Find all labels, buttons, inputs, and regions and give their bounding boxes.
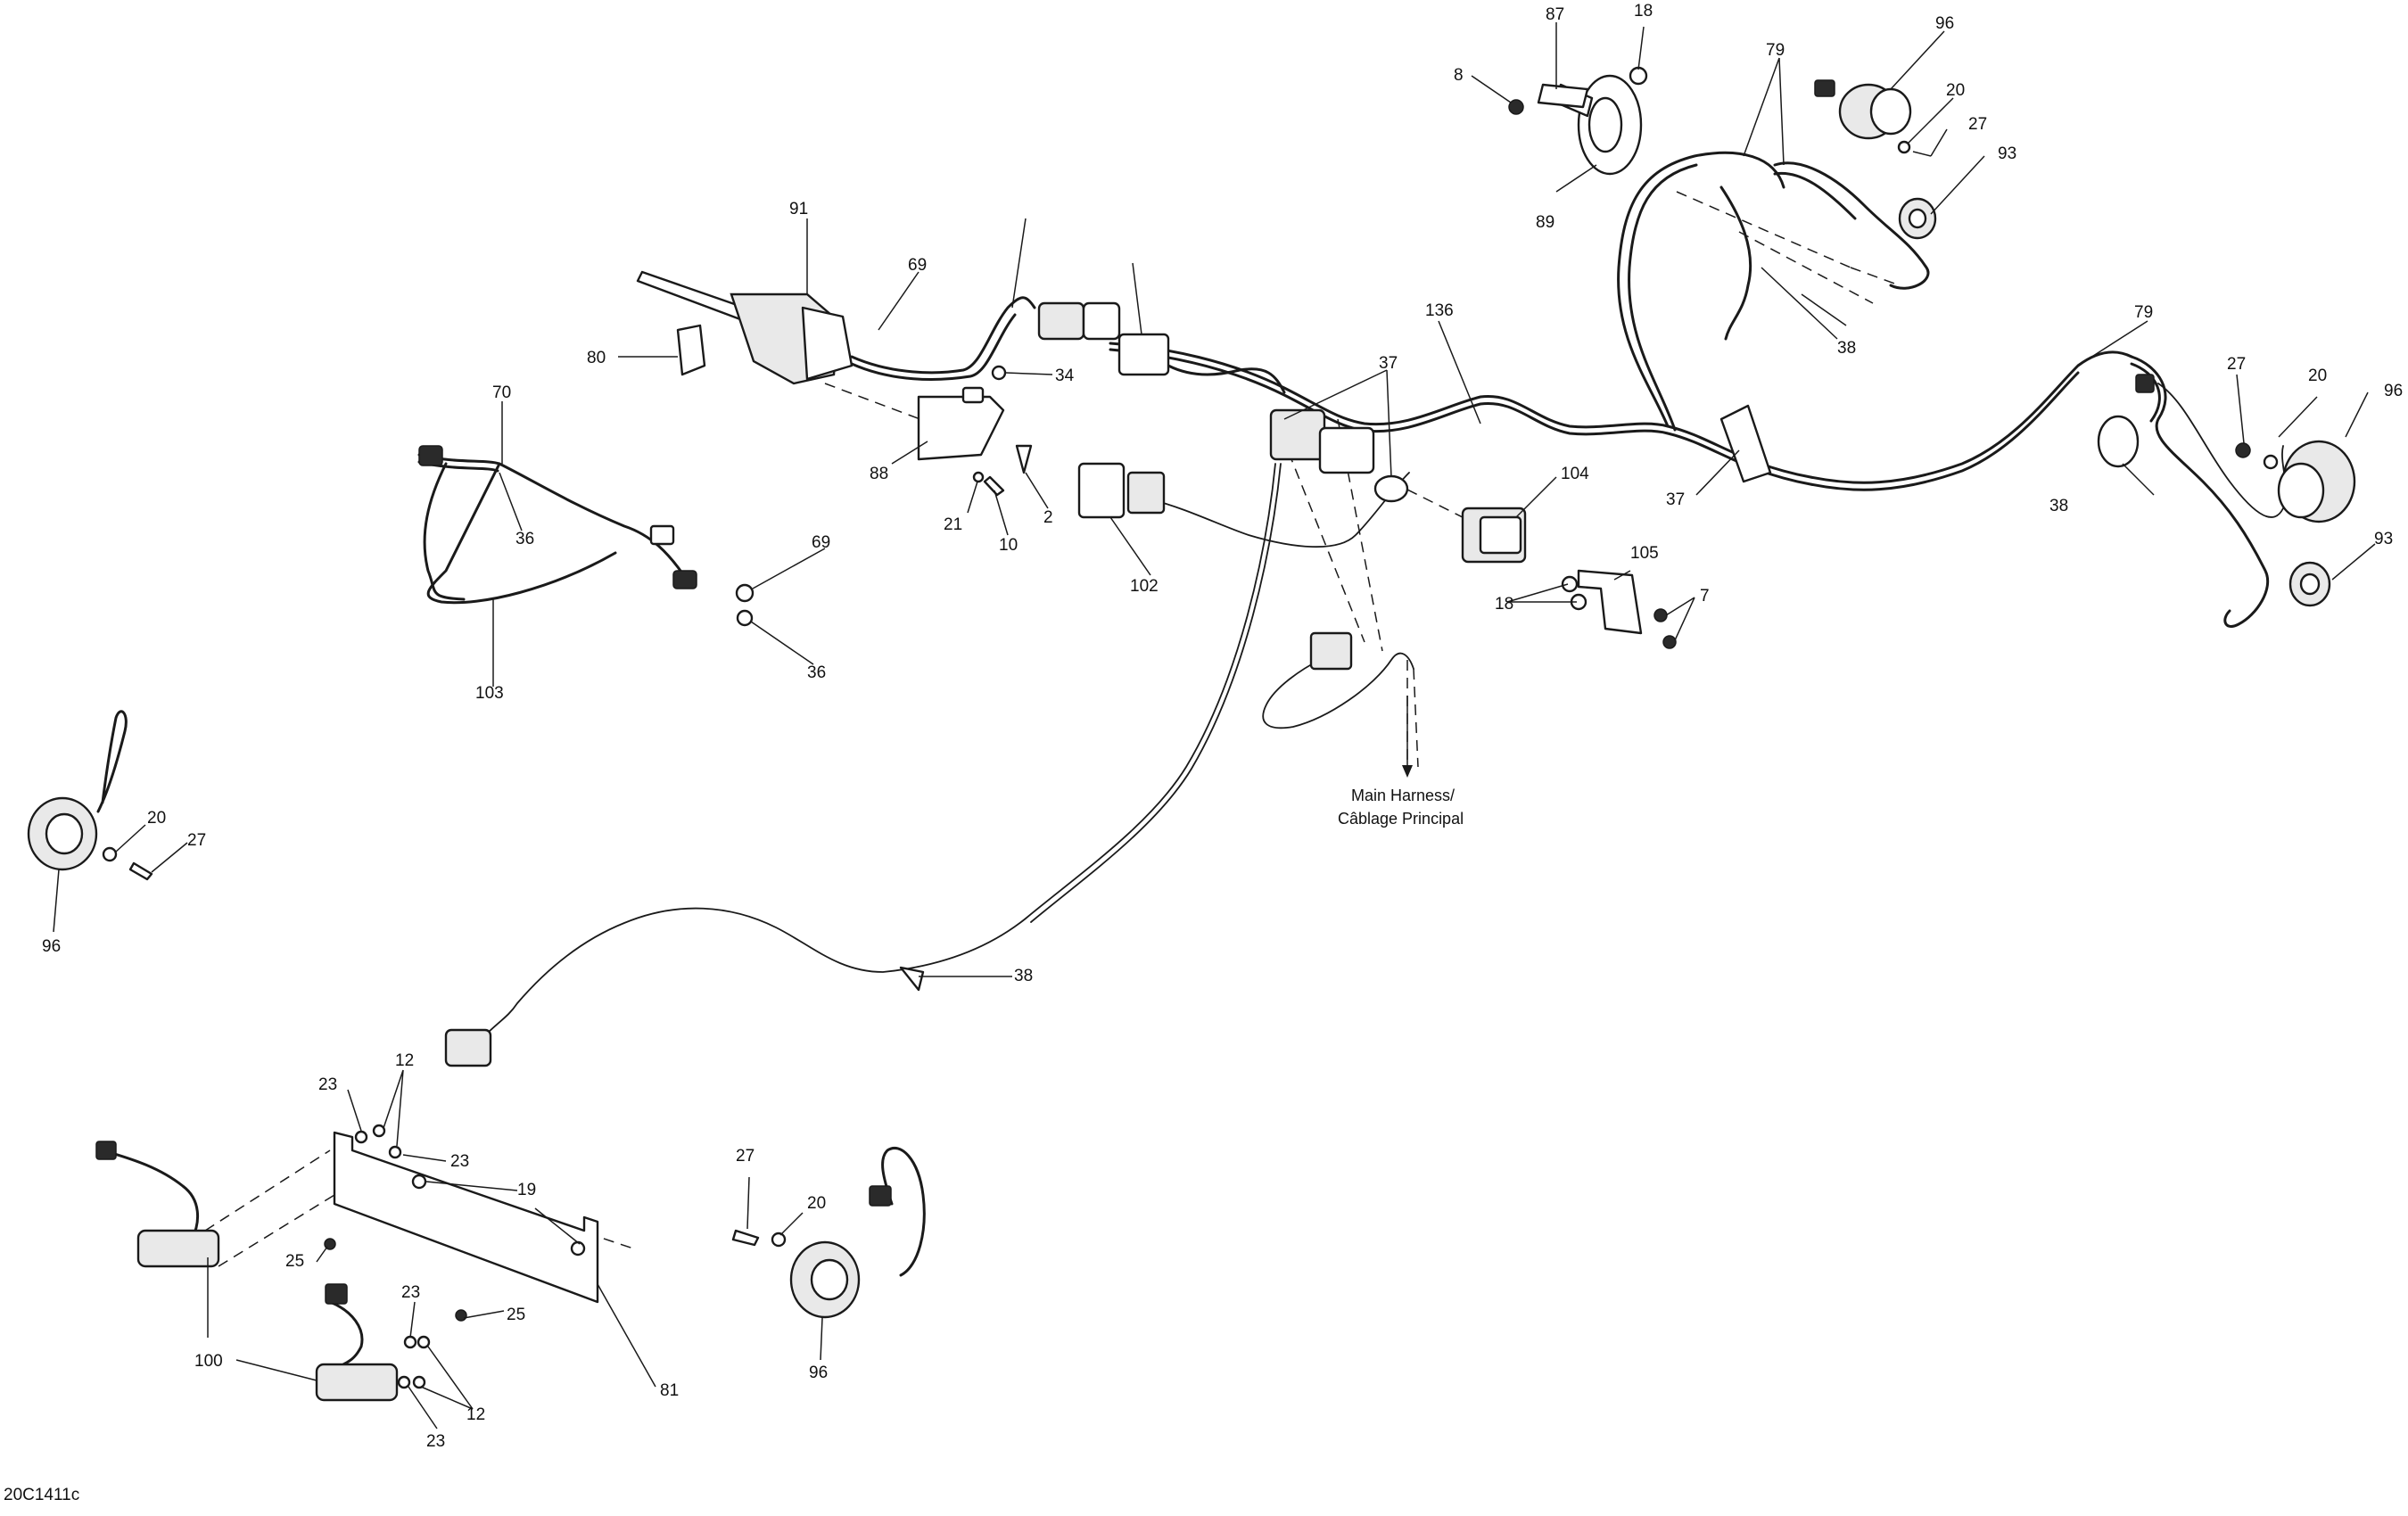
callout-79-right: 79	[2134, 303, 2153, 322]
callout-37-center: 37	[1379, 354, 1398, 373]
callout-23-c: 23	[401, 1283, 420, 1302]
callout-93-right: 93	[2374, 530, 2393, 548]
callout-105: 105	[1630, 544, 1659, 563]
callout-70: 70	[492, 383, 511, 402]
callout-103: 103	[475, 684, 504, 703]
bracket-105-part	[1577, 569, 1643, 635]
callout-20-left: 20	[147, 809, 166, 828]
callout-12-top: 12	[395, 1051, 414, 1070]
callout-36-harness: 36	[515, 530, 534, 548]
leader-lines	[53, 22, 2376, 1429]
callout-7: 7	[1700, 587, 1710, 606]
bracket-part	[1537, 83, 1589, 109]
callout-89: 89	[1536, 213, 1554, 232]
bracket-80-part	[676, 324, 706, 376]
callout-79-top: 79	[1766, 41, 1785, 60]
callout-8: 8	[1454, 66, 1464, 85]
callout-93-top: 93	[1998, 144, 2016, 163]
callout-23-d: 23	[426, 1432, 445, 1451]
callout-21: 21	[944, 515, 962, 534]
callout-104: 104	[1561, 465, 1589, 483]
callout-80: 80	[587, 349, 606, 367]
callout-34: 34	[1055, 367, 1075, 385]
callout-20-bottom: 20	[807, 1194, 826, 1213]
connector-79-part	[1037, 301, 1085, 341]
callout-96-top: 96	[1935, 14, 1954, 33]
callout-69-clip: 69	[812, 533, 830, 552]
license-bracket-81-part	[333, 1131, 599, 1304]
junction-37-part	[1269, 408, 1326, 461]
callout-36-clip: 36	[807, 663, 826, 682]
callout-25-a: 25	[285, 1252, 304, 1271]
callout-136: 136	[1425, 301, 1454, 320]
license-lamp-lower-part	[315, 1363, 399, 1402]
callout-labels: 87 18 8 89 79 96 20 27 93 38 91 69 80 34…	[42, 2, 2403, 1451]
callout-69-switch: 69	[908, 256, 927, 275]
sensor-block-part	[1309, 631, 1353, 671]
callout-81: 81	[660, 1381, 679, 1400]
main-harness-note: Main Harness/ Câblage Principal	[1338, 660, 1464, 828]
callout-10: 10	[999, 536, 1018, 555]
callout-12-bottom: 12	[466, 1405, 485, 1424]
callout-37-right: 37	[1666, 490, 1685, 509]
lever-switch-part	[636, 270, 746, 321]
callout-27-left: 27	[187, 831, 206, 850]
callout-38-top: 38	[1837, 339, 1856, 358]
connector-lower-part	[444, 1028, 492, 1067]
callout-20-top: 20	[1946, 81, 1965, 100]
callout-87: 87	[1546, 5, 1564, 24]
relay-102-part	[1077, 462, 1126, 519]
callout-23-a: 23	[318, 1075, 337, 1094]
connector-38-part	[1117, 333, 1170, 376]
note-line-2: Câblage Principal	[1338, 810, 1464, 828]
callout-2: 2	[1043, 508, 1053, 527]
callout-20-right: 20	[2308, 367, 2327, 385]
callout-18-right: 18	[1495, 595, 1513, 614]
parts	[27, 66, 2356, 1402]
note-line-1: Main Harness/	[1351, 787, 1455, 804]
figure-id: 20C1411c	[4, 1486, 79, 1504]
callout-102: 102	[1130, 577, 1159, 596]
callout-96-bottom: 96	[809, 1364, 828, 1382]
callout-27-top: 27	[1968, 115, 1987, 134]
callout-96-right: 96	[2384, 382, 2403, 400]
cover-88-part	[917, 395, 1005, 461]
callout-100: 100	[194, 1352, 223, 1371]
main-harness-wires	[96, 151, 2288, 1366]
callout-18-top: 18	[1634, 2, 1653, 21]
callout-23-b: 23	[450, 1152, 469, 1171]
alignment-lines	[204, 191, 1901, 1267]
callout-27-bottom: 27	[736, 1147, 755, 1166]
callout-27-right: 27	[2227, 355, 2246, 374]
license-lamp-upper-part	[136, 1229, 220, 1268]
callout-88: 88	[870, 465, 888, 483]
callout-96-left: 96	[42, 937, 61, 956]
callout-19: 19	[517, 1181, 536, 1199]
callout-38-right: 38	[2049, 497, 2068, 515]
callout-38-cable: 38	[1014, 967, 1033, 985]
callout-25-b: 25	[507, 1306, 525, 1324]
callout-91: 91	[789, 200, 808, 218]
